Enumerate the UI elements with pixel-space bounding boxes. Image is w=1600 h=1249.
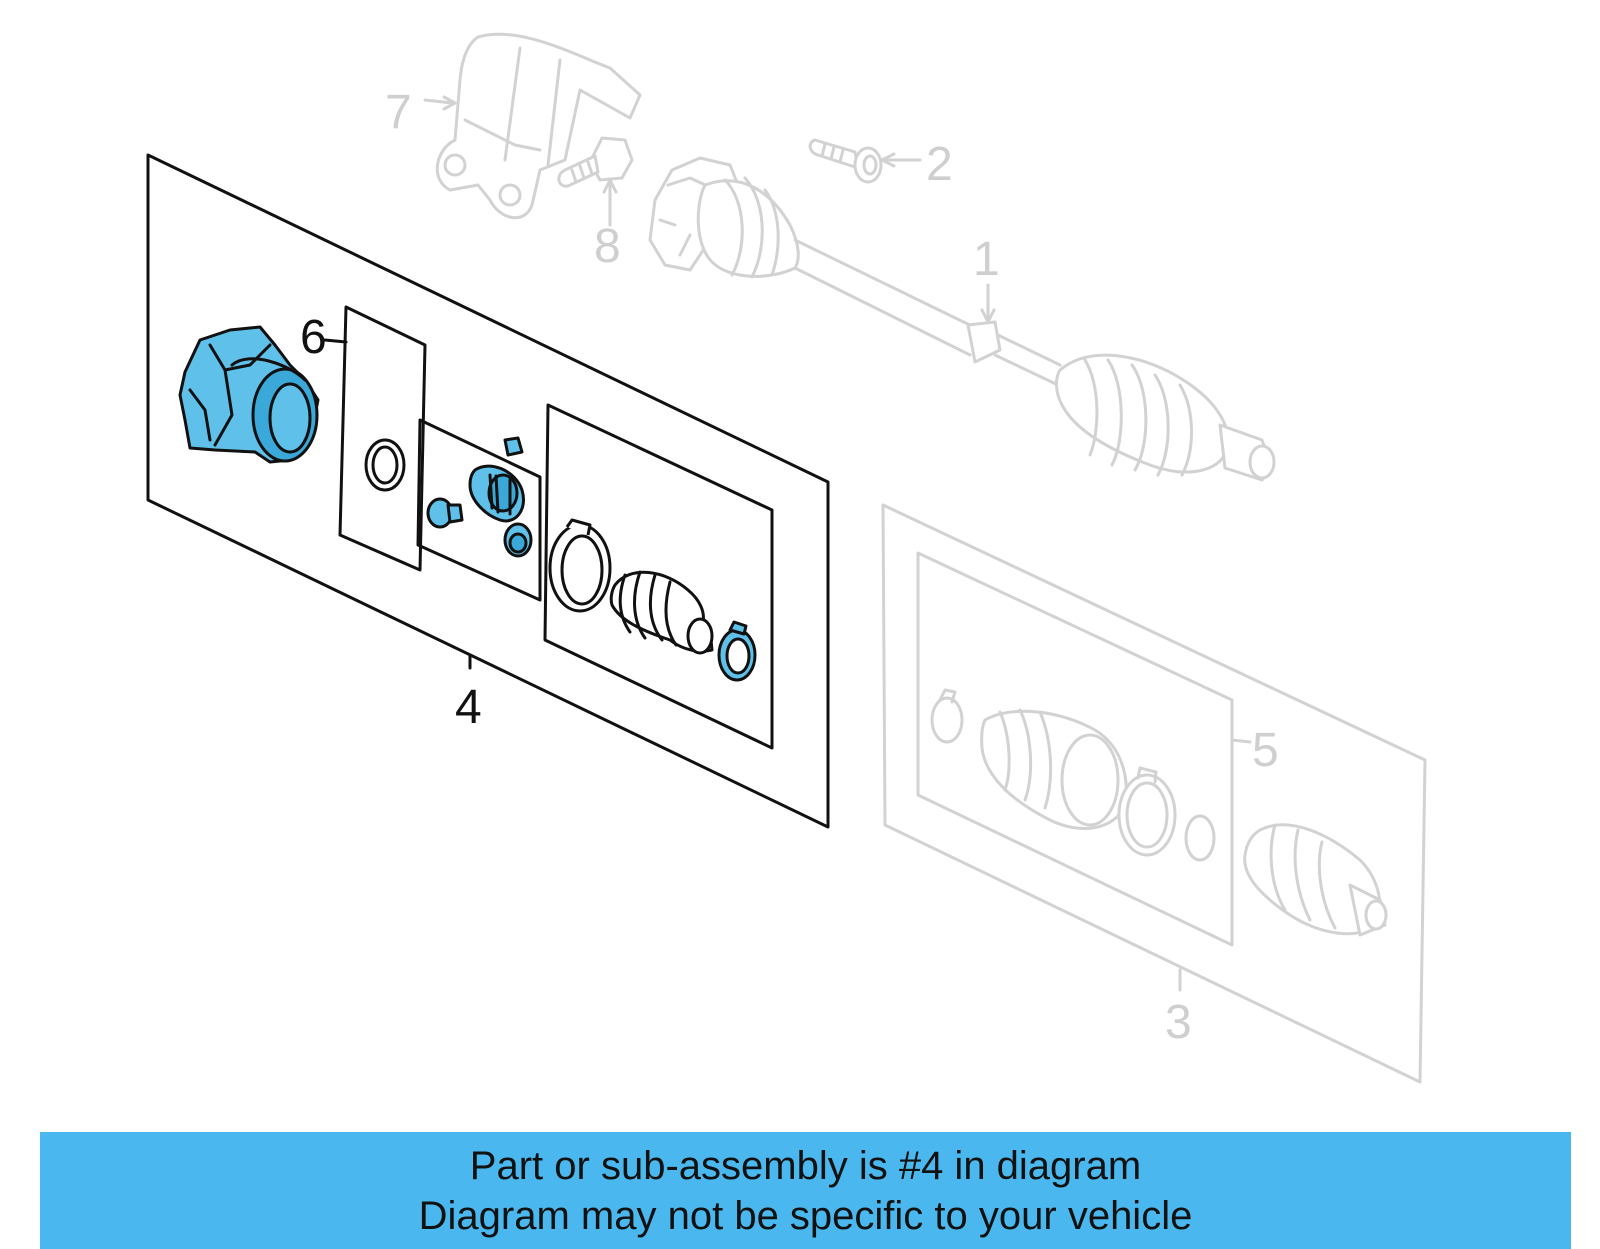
bolt-part-8 [557, 136, 634, 188]
boot-kit-frame-part-5 [916, 551, 1252, 947]
snap-ring-frame-part-6 [323, 305, 427, 572]
callout-5: 5 [1252, 724, 1279, 777]
banner-line-part-number: Part or sub-assembly is #4 in diagram [469, 1143, 1142, 1188]
arrow-to-part-7 [423, 95, 457, 111]
outer-cv-boot [609, 570, 714, 655]
boot-clamp-large [548, 518, 612, 613]
callout-7: 7 [385, 86, 412, 139]
boot-kit-contents [930, 688, 1216, 862]
inner-joint-housing [1243, 823, 1388, 937]
callout-6: 6 [300, 311, 327, 364]
banner-line-disclaimer: Diagram may not be specific to your vehi… [418, 1193, 1193, 1238]
callout-1: 1 [973, 233, 1000, 286]
outer-boot-frame [543, 403, 774, 750]
arrow-to-part-8 [602, 178, 618, 227]
callout-4: 4 [455, 681, 482, 734]
bolt-part-2 [808, 138, 883, 184]
arrow-to-part-2 [880, 152, 922, 168]
ball-bearing-cage [426, 436, 533, 558]
callout-2: 2 [926, 138, 953, 191]
axle-shaft-part-1 [648, 156, 1276, 482]
outer-joint-housing [178, 325, 320, 464]
bearing-kit-frame [416, 418, 542, 602]
kit-frame-part-4 [146, 153, 830, 829]
kit-frame-part-3 [881, 503, 1427, 1084]
snap-ring-part-6 [364, 438, 406, 492]
heat-shield-part-7 [435, 32, 642, 220]
parts-diagram: 7 8 2 [146, 32, 1427, 1084]
info-banner: Part or sub-assembly is #4 in diagram Di… [40, 1132, 1571, 1249]
arrow-to-part-1 [980, 283, 996, 324]
callout-8: 8 [594, 220, 621, 273]
boot-clamp-small [717, 620, 757, 682]
callout-3: 3 [1165, 996, 1192, 1049]
